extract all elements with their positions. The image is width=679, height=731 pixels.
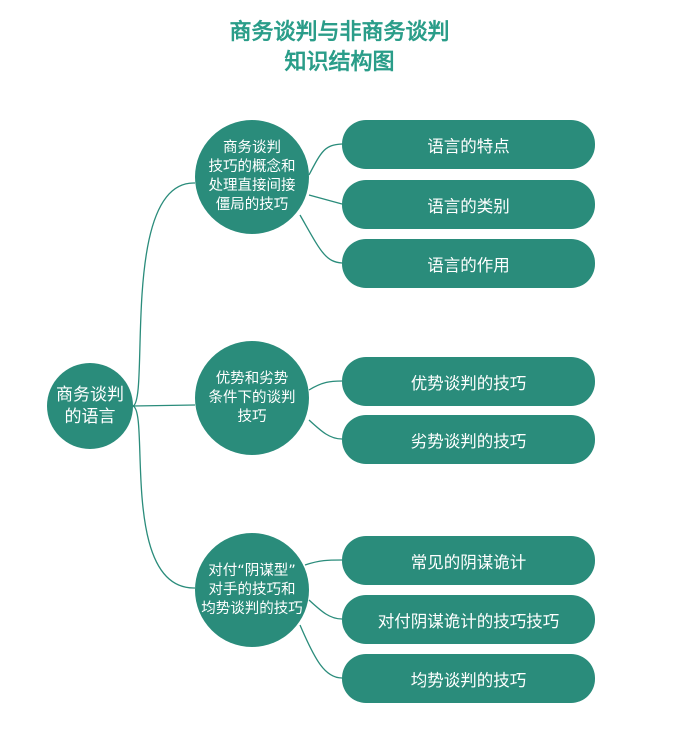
link-branch-1-leaf-3 [299,214,343,264]
link-branch-2-leaf-1 [308,380,343,391]
branch-node-2-label: 优势和劣势 条件下的谈判 技巧 [208,370,296,425]
branch-node-2: 优势和劣势 条件下的谈判 技巧 [195,341,309,455]
leaf-node-3-3: 均势谈判的技巧 [342,654,595,703]
link-branch-2-leaf-2 [308,419,343,440]
leaf-node-1-1: 语言的特点 [342,120,595,169]
link-root-branch-3 [132,405,196,589]
leaf-node-3-1: 常见的阴谋诡计 [342,536,595,585]
branch-node-1-label: 商务谈判 技巧的概念和 处理直接间接 僵局的技巧 [208,140,296,213]
branch-node-3-label: 对付“阴谋型” 对手的技巧和 均势谈判的技巧 [201,562,303,617]
branch-node-3: 对付“阴谋型” 对手的技巧和 均势谈判的技巧 [195,533,309,647]
link-root-branch-2 [132,404,196,407]
link-branch-1-leaf-1 [308,143,343,176]
link-root-branch-1 [132,182,196,407]
leaf-node-1-3: 语言的作用 [342,239,595,288]
link-branch-3-leaf-1 [304,559,343,566]
branch-node-1: 商务谈判 技巧的概念和 处理直接间接 僵局的技巧 [195,120,309,234]
diagram-title-line-1: 商务谈判与非商务谈判 [229,20,450,45]
link-branch-3-leaf-2 [308,599,343,620]
link-branch-3-leaf-3 [299,624,343,679]
leaf-node-2-2: 劣势谈判的技巧 [342,415,595,464]
leaf-node-1-2: 语言的类别 [342,180,595,229]
root-node-label: 商务谈判 的语言 [56,385,124,427]
leaf-node-2-1: 优势谈判的技巧 [342,357,595,406]
link-branch-1-leaf-2 [308,194,343,205]
root-node: 商务谈判 的语言 [47,363,133,449]
leaf-node-3-2: 对付阴谋诡计的技巧技巧 [342,595,595,644]
diagram-title-line-2: 知识结构图 [284,50,395,75]
